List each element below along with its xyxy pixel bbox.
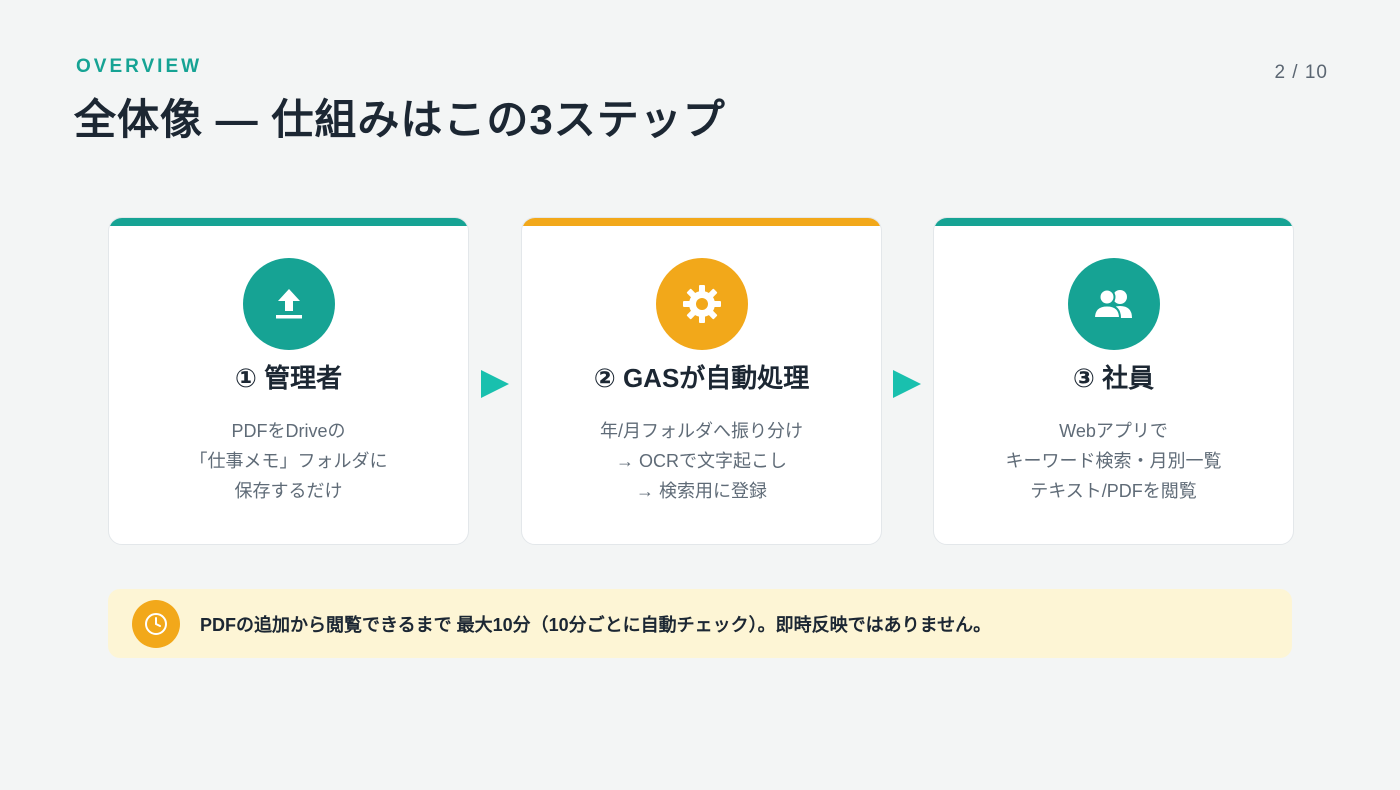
upload-icon — [275, 289, 302, 319]
desc-line: 保存するだけ — [234, 481, 343, 501]
users-icon — [1092, 288, 1132, 319]
desc-line: テキスト/PDFを閲覧 — [1030, 481, 1197, 501]
step-description: Webアプリで キーワード検索・月別一覧 テキスト/PDFを閲覧 — [934, 416, 1293, 506]
arrow-icon — [481, 370, 509, 398]
card-accent-bar — [522, 218, 881, 226]
desc-line: キーワード検索・月別一覧 — [1005, 451, 1222, 471]
step-card-admin: ① 管理者 PDFをDriveの 「仕事メモ」フォルダに 保存するだけ — [108, 217, 469, 545]
step-description: PDFをDriveの 「仕事メモ」フォルダに 保存するだけ — [109, 416, 468, 506]
page-number: 2 / 10 — [1274, 62, 1328, 83]
step-heading: ③ 社員 — [1072, 363, 1155, 393]
arrow-icon — [893, 370, 921, 398]
step-card-gas: ② GASが自動処理 年/月フォルダへ振り分け → OCRで文字起こし → 検索… — [521, 217, 882, 545]
step-icon-circle — [655, 258, 748, 350]
card-accent-bar — [109, 218, 468, 226]
step-card-employee: ③ 社員 Webアプリで キーワード検索・月別一覧 テキスト/PDFを閲覧 — [933, 217, 1294, 545]
page-title: 全体像 ― 仕組みはこの3ステップ — [74, 96, 726, 143]
desc-line: 年/月フォルダへ振り分け — [600, 421, 803, 441]
desc-line: Webアプリで — [1059, 421, 1168, 441]
gear-icon — [682, 285, 721, 323]
step-heading: ① 管理者 — [234, 363, 343, 393]
notice-banner: PDFの追加から閲覧できるまで 最大10分（10分ごとに自動チェック）。即時反映… — [108, 589, 1292, 658]
desc-line: → 検索用に登録 — [635, 481, 767, 501]
step-heading: ② GASが自動処理 — [593, 363, 810, 393]
desc-line: → OCRで文字起こし — [616, 451, 787, 471]
step-description: 年/月フォルダへ振り分け → OCRで文字起こし → 検索用に登録 — [522, 416, 881, 506]
step-icon-circle — [242, 258, 335, 350]
card-accent-bar — [934, 218, 1293, 226]
notice-text: PDFの追加から閲覧できるまで 最大10分（10分ごとに自動チェック）。即時反映… — [200, 614, 992, 635]
eyebrow-label: OVERVIEW — [76, 56, 203, 77]
desc-line: 「仕事メモ」フォルダに — [189, 451, 388, 471]
step-icon-circle — [1067, 258, 1160, 350]
clock-icon — [132, 599, 180, 648]
desc-line: PDFをDriveの — [231, 421, 346, 441]
